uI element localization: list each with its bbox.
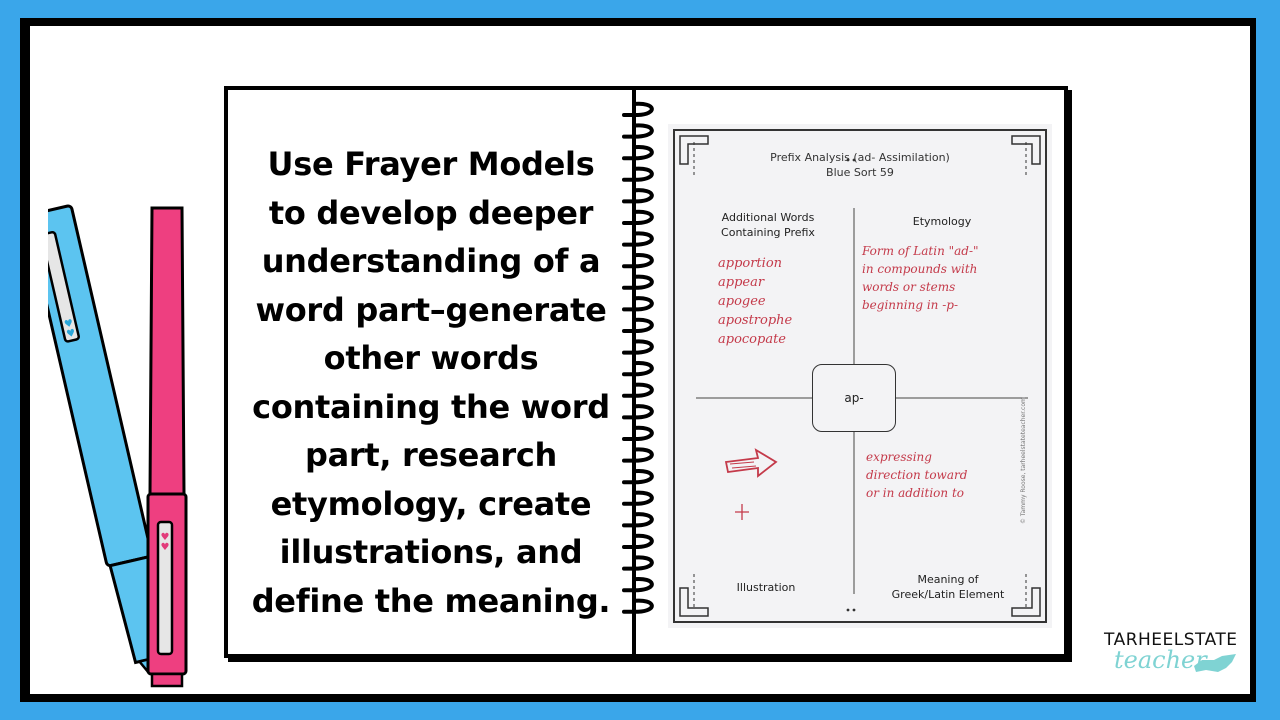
handwritten-word: apostrophe	[718, 313, 793, 328]
handwritten-word: appear	[718, 275, 765, 290]
spiral-binding-icon	[622, 101, 654, 614]
quadrant-label-meaning: Meaning of Greek/Latin Element	[878, 572, 1018, 602]
spiral-ring	[622, 339, 654, 355]
worksheet-title: Prefix Analysis (ad- Assimilation) Blue …	[668, 150, 1052, 180]
svg-text:♥: ♥	[161, 542, 170, 553]
spiral-ring	[622, 469, 654, 485]
spiral-ring	[622, 577, 654, 593]
main-text-line: define the meaning.	[251, 581, 611, 620]
spiral-ring	[622, 598, 654, 614]
north-carolina-icon	[1194, 654, 1236, 672]
center-word-box: ap-	[812, 364, 896, 432]
frayer-worksheet: Prefix Analysis (ad- Assimilation) Blue …	[668, 124, 1052, 628]
main-text-line: etymology, create	[270, 484, 592, 523]
quadrant-label-etymology: Etymology	[912, 215, 972, 228]
main-text-line: other words	[323, 339, 539, 377]
spiral-ring	[622, 447, 654, 463]
quadrant-label-additional-words: Additional Words Containing Prefix	[708, 210, 828, 240]
label-line: Additional Words	[721, 211, 815, 224]
logo-line2: teacher	[1114, 646, 1207, 674]
main-text-line: word part–generate	[255, 290, 607, 329]
quadrant-label-illustration: Illustration	[736, 581, 796, 594]
main-text-line: to develop deeper	[268, 193, 594, 232]
tarheelstate-teacher-logo: TARHEELSTATE teacher	[1104, 630, 1244, 676]
spiral-ring	[622, 123, 654, 139]
worksheet-subtitle-line: Blue Sort 59	[826, 166, 894, 179]
handwritten-line: in compounds with	[862, 262, 978, 276]
additional-words-list: apportion appear apogee apostrophe apoco…	[718, 254, 792, 349]
spiral-ring	[622, 296, 654, 312]
meaning-text: expressing direction toward or in additi…	[866, 448, 967, 502]
logo-line1: TARHEELSTATE	[1104, 630, 1238, 650]
spiral-ring	[622, 145, 654, 161]
spiral-ring	[622, 382, 654, 398]
handwritten-line: direction toward	[866, 468, 968, 482]
worksheet-lines-icon	[673, 129, 1047, 623]
spiral-ring	[622, 166, 654, 182]
main-text-line: Use Frayer Models	[267, 145, 595, 183]
spiral-ring	[622, 101, 654, 117]
spiral-ring	[622, 425, 654, 441]
spiral-ring	[622, 231, 654, 247]
notebook-left-page	[224, 86, 636, 658]
spiral-ring	[622, 512, 654, 528]
main-text-line: illustrations, and	[279, 533, 583, 571]
handwritten-word: apocopate	[718, 332, 786, 347]
handwritten-line: beginning in -p-	[862, 298, 958, 312]
main-text-line: containing the word	[252, 387, 610, 426]
worksheet-credit: © Tammy Roose, tarheelstateteacher.com	[1020, 397, 1027, 524]
spiral-ring	[622, 361, 654, 377]
spiral-ring	[622, 274, 654, 290]
worksheet-title-line: Prefix Analysis (ad- Assimilation)	[770, 151, 950, 164]
svg-text:♥: ♥	[65, 328, 76, 341]
spiral-ring	[622, 404, 654, 420]
handwritten-line: expressing	[866, 450, 932, 464]
svg-text:♥: ♥	[161, 532, 170, 543]
handwritten-line: words or stems	[862, 280, 956, 294]
main-text-line: understanding of a	[261, 242, 601, 280]
spiral-ring	[622, 317, 654, 333]
spiral-ring	[622, 253, 654, 269]
handwritten-line: Form of Latin "ad-"	[862, 244, 979, 258]
spiral-ring	[622, 188, 654, 204]
svg-text:♥: ♥	[63, 318, 74, 331]
etymology-text: Form of Latin "ad-" in compounds with wo…	[862, 242, 979, 314]
label-line: Greek/Latin Element	[891, 588, 1005, 601]
spiral-ring	[622, 490, 654, 506]
pink-pen-icon: ♥ ♥	[146, 206, 188, 688]
main-text: Use Frayer Models to develop deeper unde…	[236, 140, 626, 625]
spiral-ring	[622, 533, 654, 549]
label-line: Meaning of	[917, 573, 979, 586]
spiral-ring	[622, 209, 654, 225]
spiral-ring	[622, 555, 654, 571]
handwritten-line: or in addition to	[866, 486, 964, 500]
handwritten-word: apportion	[718, 256, 783, 271]
label-line: Containing Prefix	[721, 226, 815, 239]
main-text-line: part, research	[304, 436, 558, 474]
handwritten-word: apogee	[718, 294, 766, 309]
